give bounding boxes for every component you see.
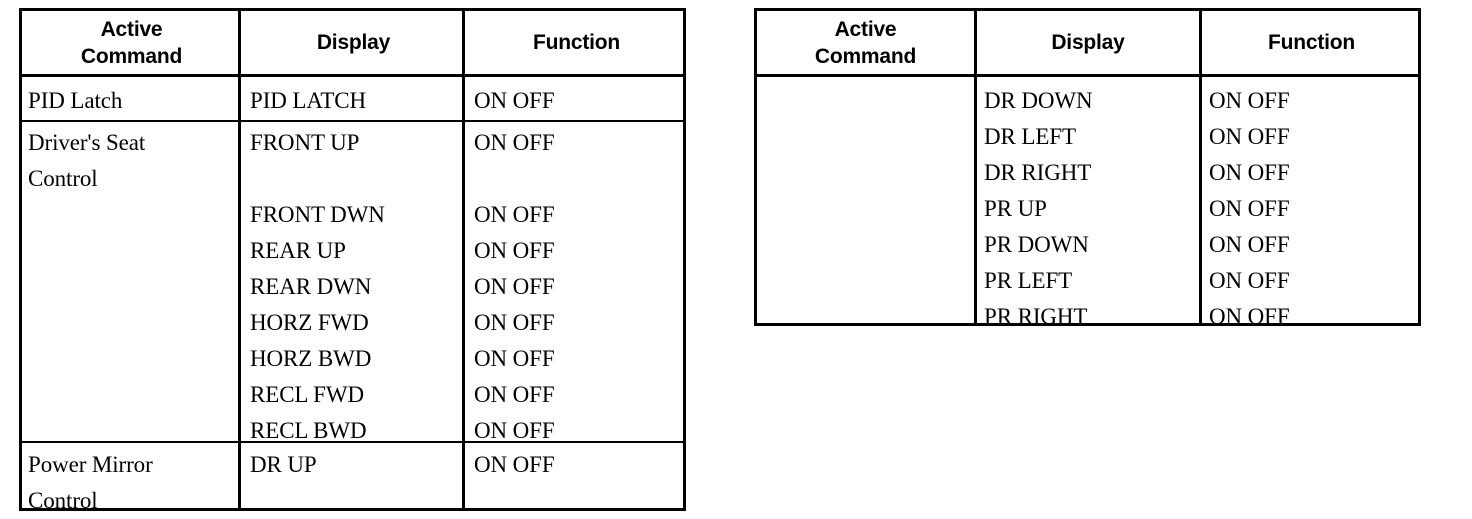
active-command-table-left: Active Command Display Function PID Latc… — [19, 8, 686, 513]
active-command-table-right: Active Command Display Function DR DOWN … — [754, 8, 1421, 329]
column-header-display: Display — [316, 31, 391, 54]
column-header-active-command: Active Command — [814, 17, 917, 68]
column-divider-1 — [974, 11, 977, 323]
cell-display: DR DOWN DR LEFT DR RIGHT PR UP PR DOWN P… — [984, 88, 1093, 329]
header-rule — [757, 74, 1418, 77]
cell-function: ON OFF — [474, 88, 555, 113]
table-grid-left — [22, 11, 683, 508]
table-header-right: Active Command Display Function — [757, 11, 1418, 74]
table-header-left: Active Command Display Function — [22, 11, 683, 74]
cell-display: PID LATCH — [250, 88, 367, 113]
cell-display: FRONT UP FRONT DWN REAR UP REAR DWN HORZ… — [250, 130, 385, 443]
column-header-function: Function — [532, 31, 621, 54]
column-header-display: Display — [1051, 31, 1125, 54]
cell-display: DR UP — [250, 452, 317, 477]
column-divider-2 — [1199, 11, 1202, 323]
column-header-active-command: Active Command — [80, 17, 183, 68]
cell-function: ON OFF ON OFF ON OFF ON OFF ON OFF ON OF… — [1209, 88, 1290, 329]
table-grid-right — [757, 11, 1418, 323]
row-rule-1 — [22, 120, 683, 122]
column-divider-2 — [462, 11, 465, 508]
row-rule-2 — [22, 441, 683, 443]
column-header-function: Function — [1267, 31, 1356, 54]
cell-active-command: Driver's Seat Control — [28, 130, 146, 191]
cell-active-command: PID Latch — [28, 88, 123, 113]
column-divider-1 — [238, 11, 241, 508]
cell-function: ON OFF ON OFF ON OFF ON OFF ON OFF ON OF… — [474, 130, 555, 443]
cell-function: ON OFF — [474, 452, 555, 477]
cell-active-command: Power Mirror Control — [28, 452, 153, 513]
header-rule — [22, 74, 683, 77]
